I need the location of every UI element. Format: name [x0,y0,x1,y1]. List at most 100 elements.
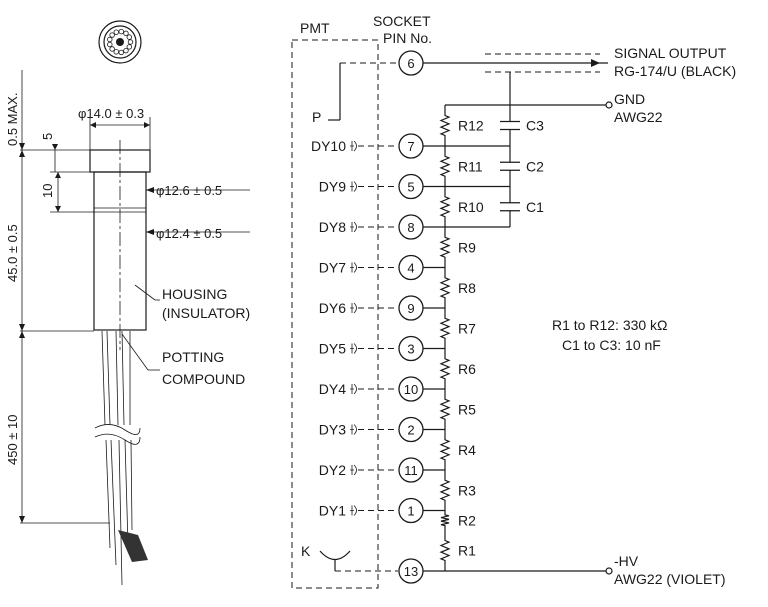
anode-label: P [312,109,321,125]
dynode-row: DY2 11 [319,457,445,483]
dim-5-label: 5 [40,133,55,140]
resistor [439,227,451,268]
socket-pin-hole [113,29,119,35]
dia-low-label: φ12.4 ± 0.5 [156,226,222,241]
socket-end-view [98,20,142,64]
socket-pin-number: 2 [407,423,414,438]
signal-output-label: SIGNAL OUTPUT [614,45,727,61]
compound-label: COMPOUND [162,371,245,387]
dia-mid-label: φ12.6 ± 0.5 [156,183,222,198]
dim-450-label: 450 ± 10 [5,414,20,465]
resistor [439,389,451,430]
pmt-box [291,39,379,589]
dynode-symbol [350,343,357,354]
resistor [439,308,451,349]
gnd-wire-label: AWG22 [614,109,663,125]
capacitor-label: C1 [526,199,544,215]
dynode-row: DY8 8 [319,214,445,240]
resistor-label: R12 [458,118,484,134]
dia-top-label: φ14.0 ± 0.3 [78,106,144,121]
socket-pin-hole [118,28,124,35]
socket-pin-number: 7 [407,139,414,154]
socket-pin-hole [107,36,113,43]
resistor-label: R11 [458,158,483,174]
dynode-label: DY4 [319,381,346,397]
resistor [439,429,451,470]
resistor-note: R1 to R12: 330 kΩ [552,317,668,333]
dynode-symbol [350,262,357,273]
resistor [439,105,451,146]
resistor-label: R8 [458,280,476,296]
socket-pin-hole [109,46,115,52]
dim-05-label: 0.5 MAX. [5,93,20,146]
socket-pin-number: 8 [407,220,414,235]
dynode-symbol [350,302,357,314]
resistor [439,530,451,571]
potting-label: POTTING [162,349,224,365]
socket-pin-number: 1 [407,504,414,519]
cathode-pin: 13 [404,564,418,579]
insulator-label: (INSULATOR) [162,305,250,321]
resistor-label: R7 [458,320,476,336]
capacitor: C2 [445,146,544,188]
capacitor-label: C2 [526,158,544,174]
socket-label: SOCKET [373,13,431,29]
dynode-label: DY1 [319,503,346,519]
schematic: PMT SOCKET PIN No. P 6 SIGNAL OUTPUT RG-… [291,13,736,589]
socket-pin-number: 3 [407,342,414,357]
resistor-label: R9 [458,239,476,255]
resistor-label: R2 [458,512,476,528]
capacitor: C1 [445,186,544,228]
dynode-symbol [350,181,357,192]
dynode-symbol [350,221,357,233]
dynode-label: DY5 [319,341,346,357]
dynode-row: DY7 4 [319,254,445,281]
resistor-label: R1 [458,543,476,559]
capacitor-label: C3 [526,118,544,134]
anode-pin: 6 [407,56,414,71]
resistor [439,146,451,187]
dynode-row: DY10 7 [311,133,445,159]
dynode-label: DY10 [311,138,346,154]
lead-wires [94,330,148,586]
socket-pin-hole [113,49,119,55]
pin-no-label: PIN No. [383,30,432,46]
hv-wire-label: AWG22 (VIOLET) [614,571,726,587]
socket-pin-number: 5 [407,180,414,195]
signal-cable-label: RG-174/U (BLACK) [614,63,736,79]
socket-pin-number: 4 [407,261,414,276]
dynode-label: DY7 [319,260,346,276]
dynode-label: DY6 [319,300,346,316]
resistor [439,470,451,511]
dynode-row: DY3 2 [319,416,445,443]
capacitor-note: C1 to C3: 10 nF [562,337,661,353]
resistor [439,267,451,308]
resistor [439,186,451,227]
dim-45-label: 45.0 ± 0.5 [5,224,20,282]
dynode-label: DY2 [319,462,346,478]
dynode-label: DY3 [319,422,346,438]
socket-pin-number: 9 [407,301,414,316]
capacitor: C3 [445,105,544,147]
socket-pin-hole [123,30,129,37]
cathode-label: K [301,543,311,559]
dynode-row: DY6 9 [319,295,445,321]
gnd-label: GND [614,91,645,107]
dynode-label: DY8 [319,219,346,235]
hv-label: -HV [614,553,639,569]
dynode-symbol [350,505,357,516]
mechanical-drawing: φ14.0 ± 0.3 φ12.6 ± 0.5 φ12.4 ± 0.5 0.5 … [5,20,250,586]
socket-pin-hole [123,47,129,54]
dynode-symbol [350,424,357,435]
socket-pin-number: 11 [404,463,418,478]
resistor-label: R3 [458,482,476,498]
dynode-label: DY9 [319,179,346,195]
socket-pin-hole [109,32,115,38]
socket-pin-hole [126,34,132,40]
dynode-symbol [350,464,357,476]
resistor-label: R4 [458,442,476,458]
